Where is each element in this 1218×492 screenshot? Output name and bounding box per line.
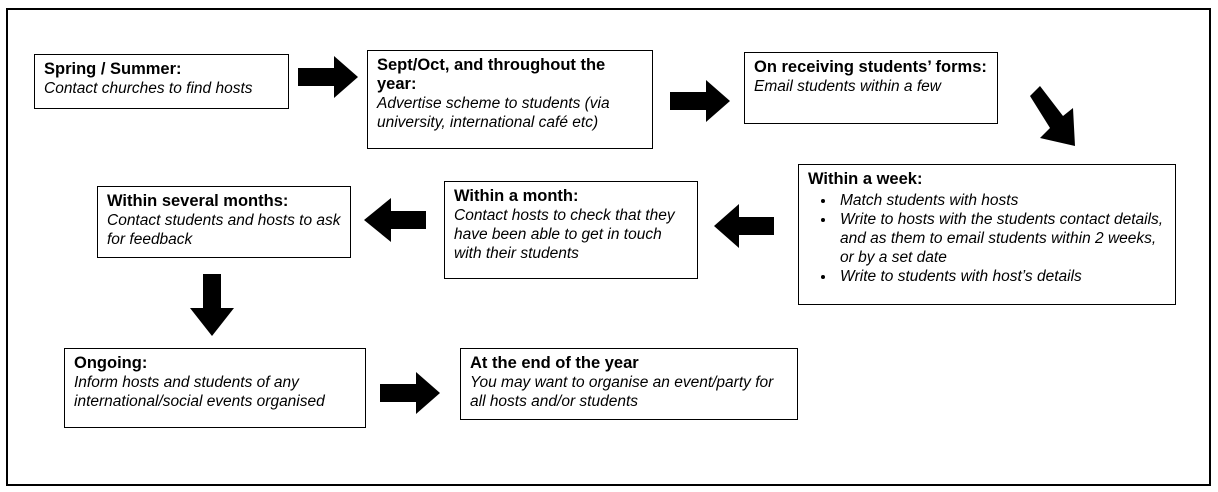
- step-text: Contact students and hosts to ask for fe…: [107, 212, 341, 248]
- step-receiving-forms: On receiving students’ forms: Email stud…: [744, 52, 998, 124]
- step-end-of-year: At the end of the year You may want to o…: [460, 348, 798, 420]
- step-within-a-month: Within a month: Contact hosts to check t…: [444, 181, 698, 279]
- arrow-down-right-icon: [1030, 86, 1075, 146]
- step-title: Within several months:: [107, 192, 289, 210]
- step-text: Email students within a few: [754, 78, 941, 95]
- step-text: Inform hosts and students of any interna…: [74, 374, 325, 410]
- list-item: Write to hosts with the students contact…: [836, 210, 1167, 267]
- arrow-left-icon: [364, 198, 426, 242]
- step-within-a-week: Within a week: Match students with hosts…: [798, 164, 1176, 305]
- step-title: Sept/Oct, and throughout the year:: [377, 56, 606, 93]
- step-title: Spring / Summer:: [44, 60, 182, 78]
- step-spring-summer: Spring / Summer: Contact churches to fin…: [34, 54, 289, 109]
- step-list: Match students with hosts Write to hosts…: [808, 191, 1167, 286]
- arrow-left-icon: [714, 204, 774, 248]
- step-ongoing: Ongoing: Inform hosts and students of an…: [64, 348, 366, 428]
- list-item: Match students with hosts: [836, 191, 1167, 210]
- step-text: Contact hosts to check that they have be…: [454, 207, 675, 262]
- step-text: You may want to organise an event/party …: [470, 374, 774, 410]
- step-within-several-months: Within several months: Contact students …: [97, 186, 351, 258]
- step-sept-oct: Sept/Oct, and throughout the year: Adver…: [367, 50, 653, 149]
- arrow-down-icon: [190, 274, 234, 336]
- diagram-frame: [6, 8, 1211, 486]
- step-title: Ongoing:: [74, 354, 148, 372]
- arrow-right-icon: [298, 56, 358, 98]
- list-item: Write to students with host’s details: [836, 267, 1167, 286]
- arrow-right-icon: [380, 372, 440, 414]
- step-title: At the end of the year: [470, 354, 639, 372]
- step-title: Within a week:: [808, 170, 923, 188]
- step-text: Contact churches to find hosts: [44, 80, 253, 97]
- step-title: On receiving students’ forms:: [754, 58, 987, 76]
- step-title: Within a month:: [454, 187, 579, 205]
- step-text: Advertise scheme to students (via univer…: [377, 95, 610, 131]
- arrow-right-icon: [670, 80, 730, 122]
